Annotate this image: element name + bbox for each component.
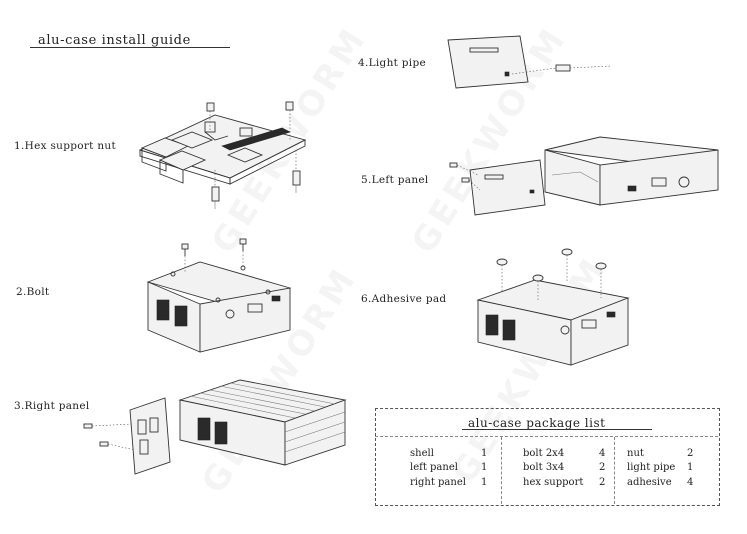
- package-list-title: alu-case package list: [468, 416, 606, 430]
- package-item-qty: 2: [687, 448, 694, 459]
- package-item-qty: 1: [481, 462, 488, 473]
- step-label-light-pipe: 4.Light pipe: [358, 57, 427, 69]
- step-label-hex-support-nut: 1.Hex support nut: [14, 140, 116, 152]
- package-item-name: right panel: [410, 477, 466, 488]
- package-title-underline: [462, 429, 652, 430]
- left-panel-drawing: [449, 136, 719, 216]
- package-item-name: shell: [410, 448, 434, 459]
- package-item-qty: 4: [687, 477, 694, 488]
- package-item-qty: 4: [599, 448, 606, 459]
- package-item-qty: 1: [481, 477, 488, 488]
- package-item-name: hex support: [523, 477, 584, 488]
- case-bolt-drawing: [146, 238, 292, 353]
- package-column-divider: [501, 437, 502, 504]
- step-label-adhesive-pad: 6.Adhesive pad: [361, 293, 447, 305]
- page-title: alu-case install guide: [38, 33, 191, 48]
- step-label-left-panel: 5.Left panel: [361, 174, 429, 186]
- package-item-name: nut: [627, 448, 644, 459]
- pi-board-drawing: [138, 101, 307, 209]
- adhesive-pad-drawing: [476, 248, 630, 366]
- package-item-qty: 2: [599, 462, 606, 473]
- light-pipe-drawing: [447, 35, 613, 89]
- package-item-qty: 1: [687, 462, 694, 473]
- step-label-bolt: 2.Bolt: [16, 286, 50, 298]
- package-item-name: adhesive: [627, 477, 672, 488]
- package-divider: [375, 436, 718, 437]
- package-item-name: bolt 2x4: [523, 448, 565, 459]
- package-list-box: [375, 408, 720, 506]
- package-column-divider: [614, 437, 615, 504]
- package-item-name: bolt 3x4: [523, 462, 565, 473]
- package-item-qty: 2: [599, 477, 606, 488]
- package-item-name: left panel: [410, 462, 458, 473]
- package-item-name: light pipe: [627, 462, 676, 473]
- right-panel-drawing: [83, 379, 347, 475]
- title-underline: [30, 47, 230, 48]
- step-label-right-panel: 3.Right panel: [14, 400, 90, 412]
- package-item-qty: 1: [481, 448, 488, 459]
